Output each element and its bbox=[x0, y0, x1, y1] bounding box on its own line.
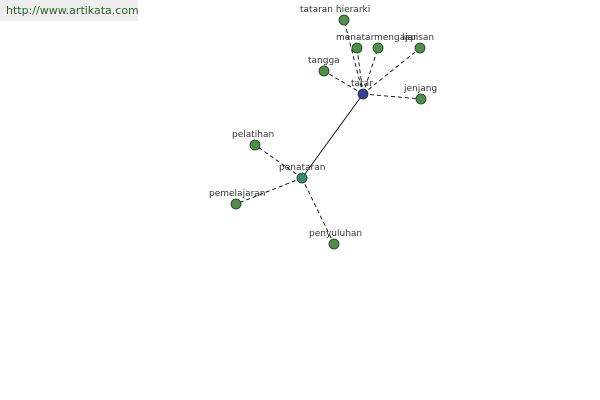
node-pemelajaran[interactable] bbox=[230, 198, 242, 210]
nodes-layer bbox=[230, 14, 427, 250]
node-penataran[interactable] bbox=[296, 172, 308, 184]
edge-penataran-pemelajaran bbox=[235, 177, 303, 205]
node-label-penyuluhan: penyuluhan bbox=[309, 229, 362, 239]
node-label-penataran: penataran bbox=[279, 163, 325, 173]
edges-layer bbox=[235, 19, 422, 245]
node-tatar[interactable] bbox=[357, 88, 369, 100]
node-pelatihan[interactable] bbox=[249, 139, 261, 151]
edge-penataran-pelatihan bbox=[254, 144, 303, 179]
node-lapisan[interactable] bbox=[414, 42, 426, 54]
edge-tatar-menatar bbox=[356, 47, 364, 95]
node-label-pelatihan: pelatihan bbox=[232, 130, 274, 140]
edge-tatar-tangga bbox=[323, 70, 364, 95]
edge-tatar-penataran bbox=[301, 93, 364, 179]
node-penyuluhan[interactable] bbox=[328, 238, 340, 250]
node-jenjang[interactable] bbox=[415, 93, 427, 105]
node-mengajar[interactable] bbox=[372, 42, 384, 54]
edge-tatar-tataran-hierarki bbox=[343, 19, 364, 95]
node-label-tataran-hierarki: tataran hierarki bbox=[300, 5, 370, 15]
watermark-url: http://www.artikata.com bbox=[0, 0, 139, 21]
node-menatar[interactable] bbox=[351, 42, 363, 54]
edge-tatar-lapisan bbox=[362, 47, 421, 95]
edge-tatar-mengajar bbox=[362, 47, 379, 95]
node-tataran-hierarki[interactable] bbox=[338, 14, 350, 26]
edge-penataran-penyuluhan bbox=[301, 177, 335, 245]
node-label-lapisan: lapisan bbox=[402, 33, 434, 43]
node-label-tatar: tatar bbox=[351, 79, 373, 89]
node-tangga[interactable] bbox=[318, 65, 330, 77]
node-label-jenjang: jenjang bbox=[403, 84, 437, 94]
node-label-pemelajaran: pemelajaran bbox=[209, 189, 266, 199]
node-label-mengajar: mengajar bbox=[374, 33, 417, 43]
node-label-menatar: menatar bbox=[336, 33, 375, 43]
edge-tatar-jenjang bbox=[362, 93, 422, 100]
node-label-tangga: tangga bbox=[308, 56, 340, 66]
